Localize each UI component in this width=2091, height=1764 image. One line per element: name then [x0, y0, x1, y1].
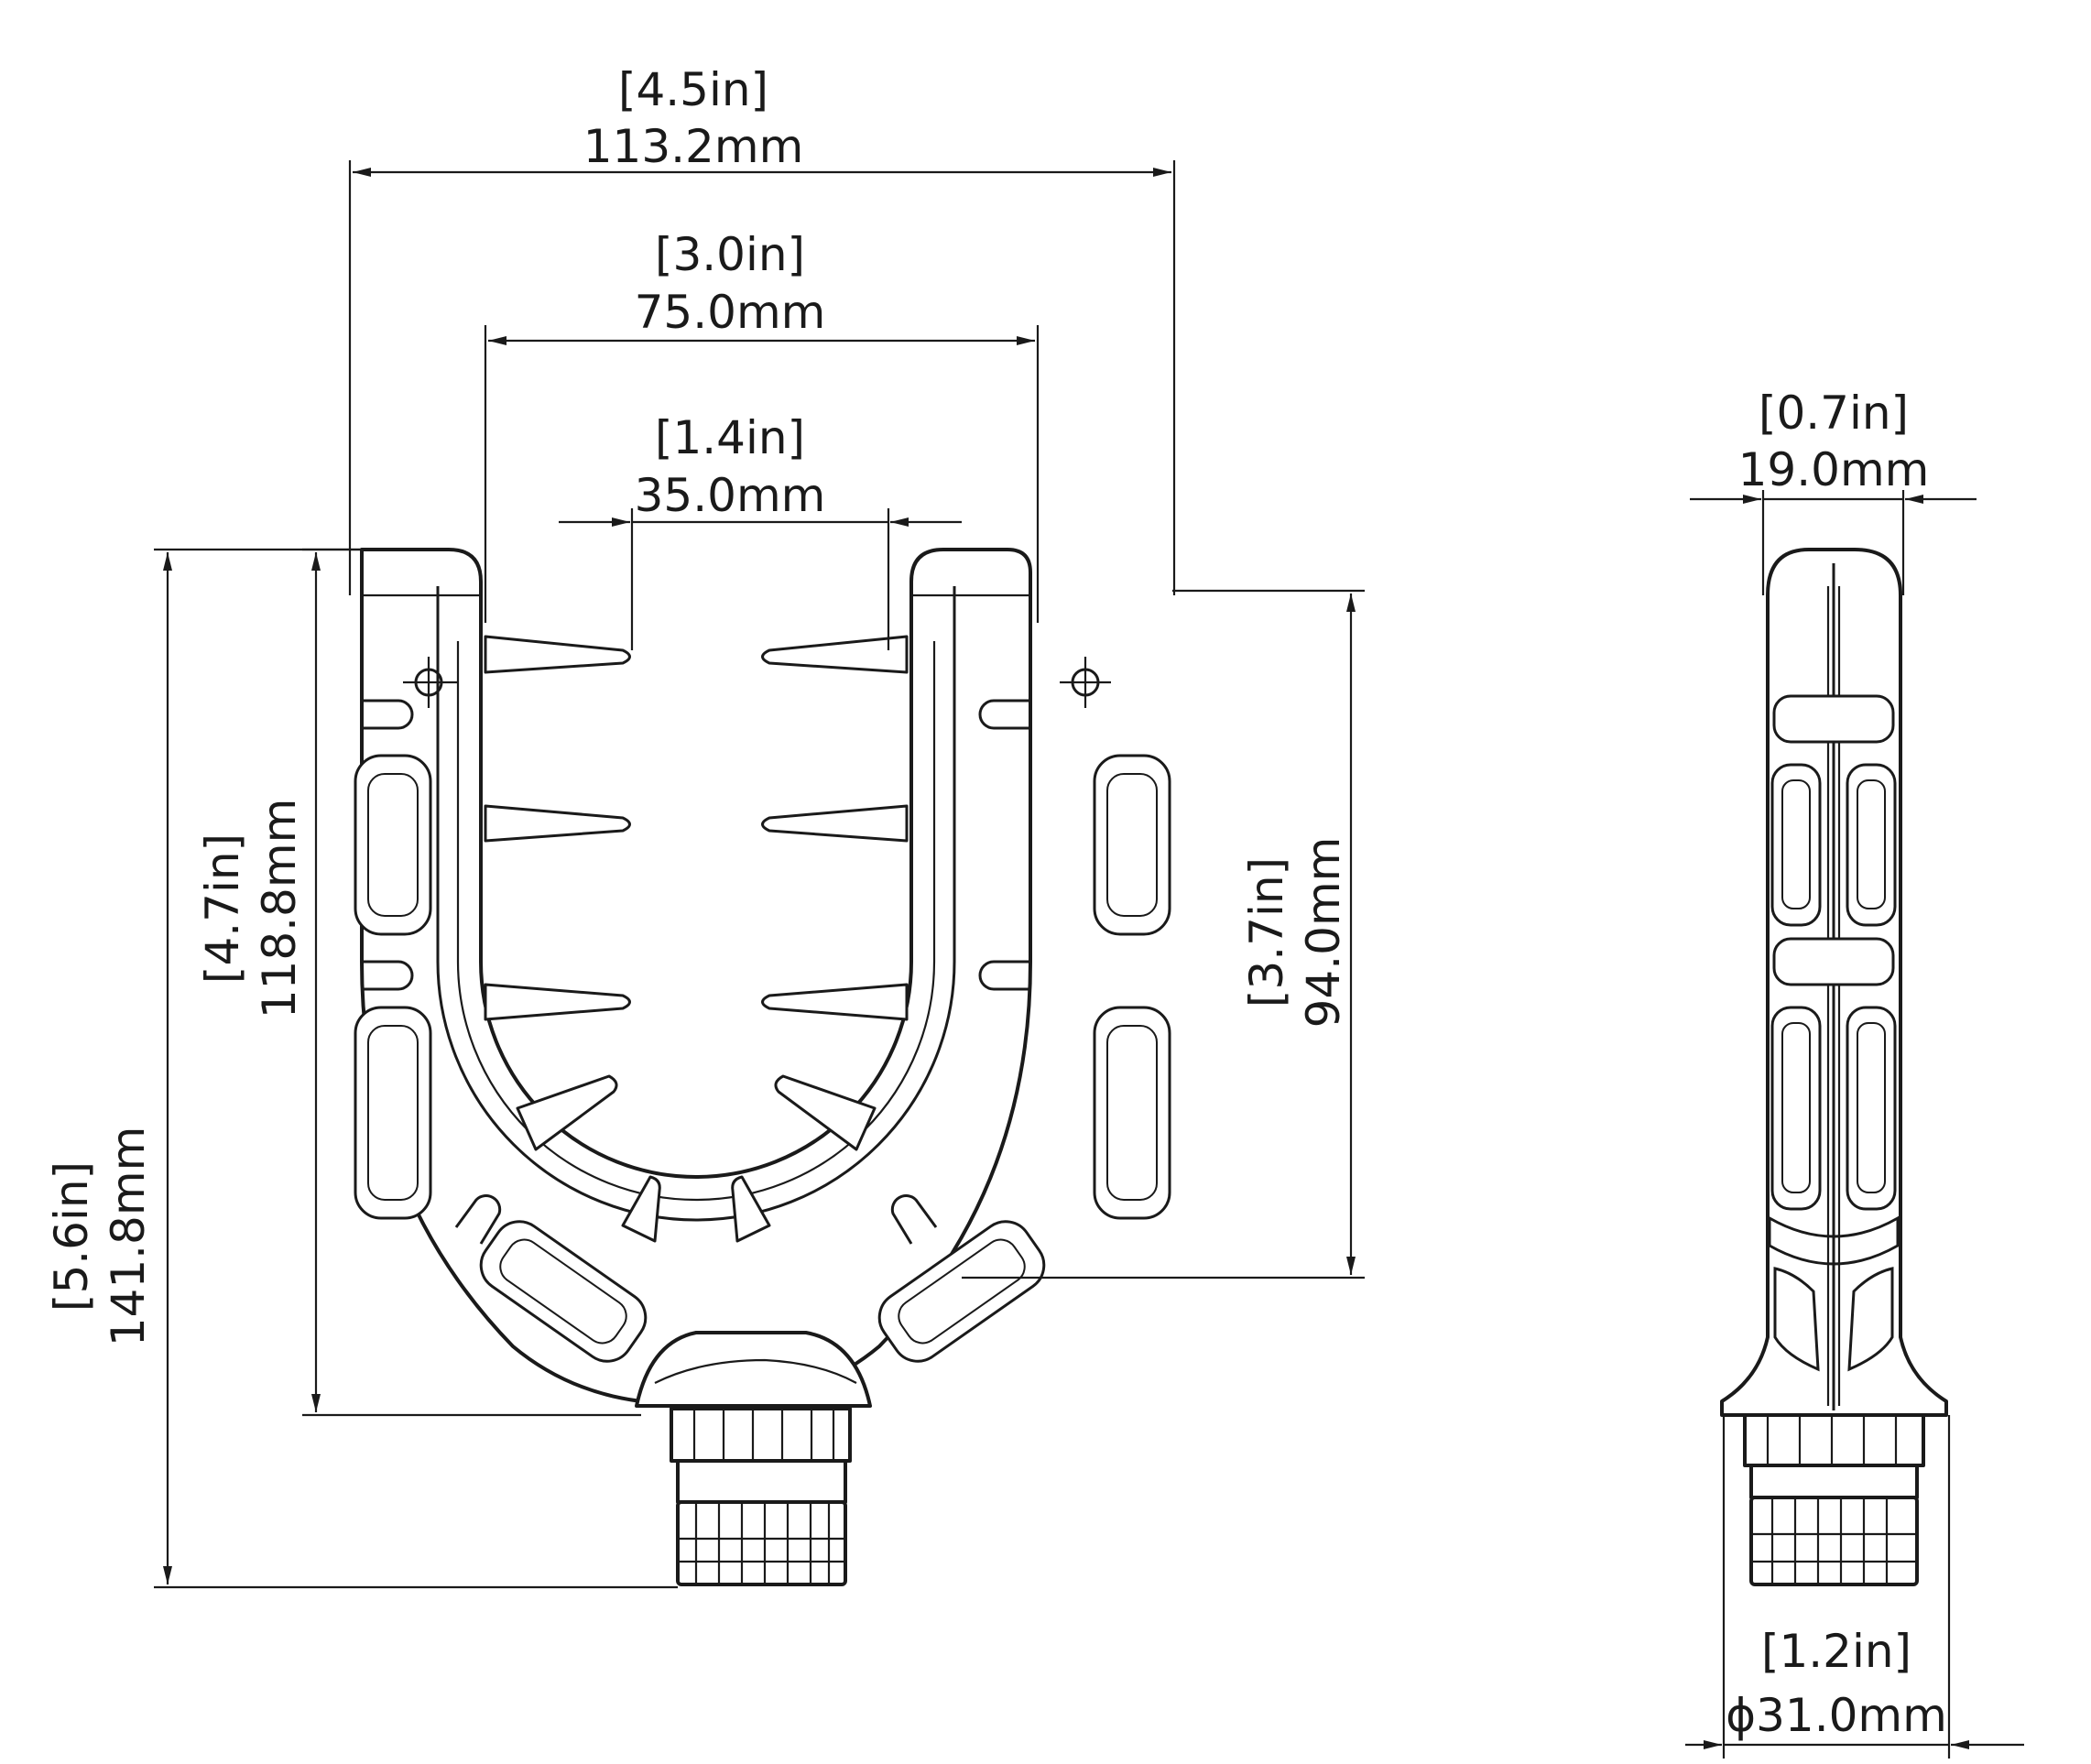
- prong-right-3: [761, 983, 909, 1021]
- prong-right-4: [774, 1074, 877, 1151]
- overall-width-imperial: [4.5in]: [618, 63, 768, 116]
- prong-gap-imperial: [1.4in]: [655, 411, 805, 464]
- cradle-body: [360, 548, 1032, 1403]
- bottom-right-slot: [877, 1220, 1046, 1363]
- prong-left-3: [484, 983, 631, 1021]
- inner-rail-2: [456, 641, 936, 1202]
- base-diameter-imperial: [1.2in]: [1761, 1625, 1911, 1678]
- base-plug: [676, 1500, 847, 1586]
- prong-gap-metric: 35.0mm: [635, 469, 826, 522]
- dimension-lines: [154, 160, 2024, 1759]
- bottom-left-slot: [479, 1220, 648, 1363]
- prong-left-5: [621, 1175, 661, 1243]
- overall-width-metric: 113.2mm: [583, 120, 804, 173]
- cradle-height-imperial: [4.7in]: [196, 833, 249, 984]
- prong-right-5: [731, 1175, 771, 1243]
- prong-left-1: [484, 635, 631, 674]
- inner-rail: [436, 586, 956, 1222]
- base-diameter-metric: ϕ31.0mm: [1726, 1689, 1947, 1742]
- side-plug: [1749, 1496, 1919, 1586]
- side-view: [1720, 548, 1948, 1586]
- inner-height-metric: 94.0mm: [1297, 837, 1350, 1029]
- prong-left-2: [484, 804, 631, 843]
- right-slot-upper: [1093, 754, 1171, 936]
- prong-right-2: [761, 804, 909, 843]
- right-slot-lower: [1093, 1006, 1171, 1220]
- front-view: [354, 548, 1171, 1586]
- cradle-height-metric: 118.8mm: [253, 799, 306, 1019]
- side-stem: [1749, 1464, 1919, 1499]
- side-depth-imperial: [0.7in]: [1759, 387, 1909, 440]
- dimension-labels: [4.5in] 113.2mm [3.0in] 75.0mm [1.4in] 3…: [45, 63, 1947, 1742]
- left-slot-lower: [354, 1006, 432, 1220]
- prong-right-1: [761, 635, 909, 674]
- inner-width-imperial: [3.0in]: [655, 228, 805, 281]
- overall-height-metric: 141.8mm: [102, 1127, 155, 1347]
- inner-width-metric: 75.0mm: [635, 286, 826, 339]
- prong-left-4: [516, 1074, 618, 1151]
- left-slot-upper: [354, 754, 432, 936]
- inner-height-imperial: [3.7in]: [1240, 857, 1293, 1007]
- side-depth-metric: 19.0mm: [1738, 443, 1930, 496]
- base-collar: [670, 1407, 852, 1463]
- base-stem: [676, 1459, 847, 1504]
- overall-height-imperial: [5.6in]: [45, 1161, 98, 1312]
- base-dome: [635, 1331, 872, 1408]
